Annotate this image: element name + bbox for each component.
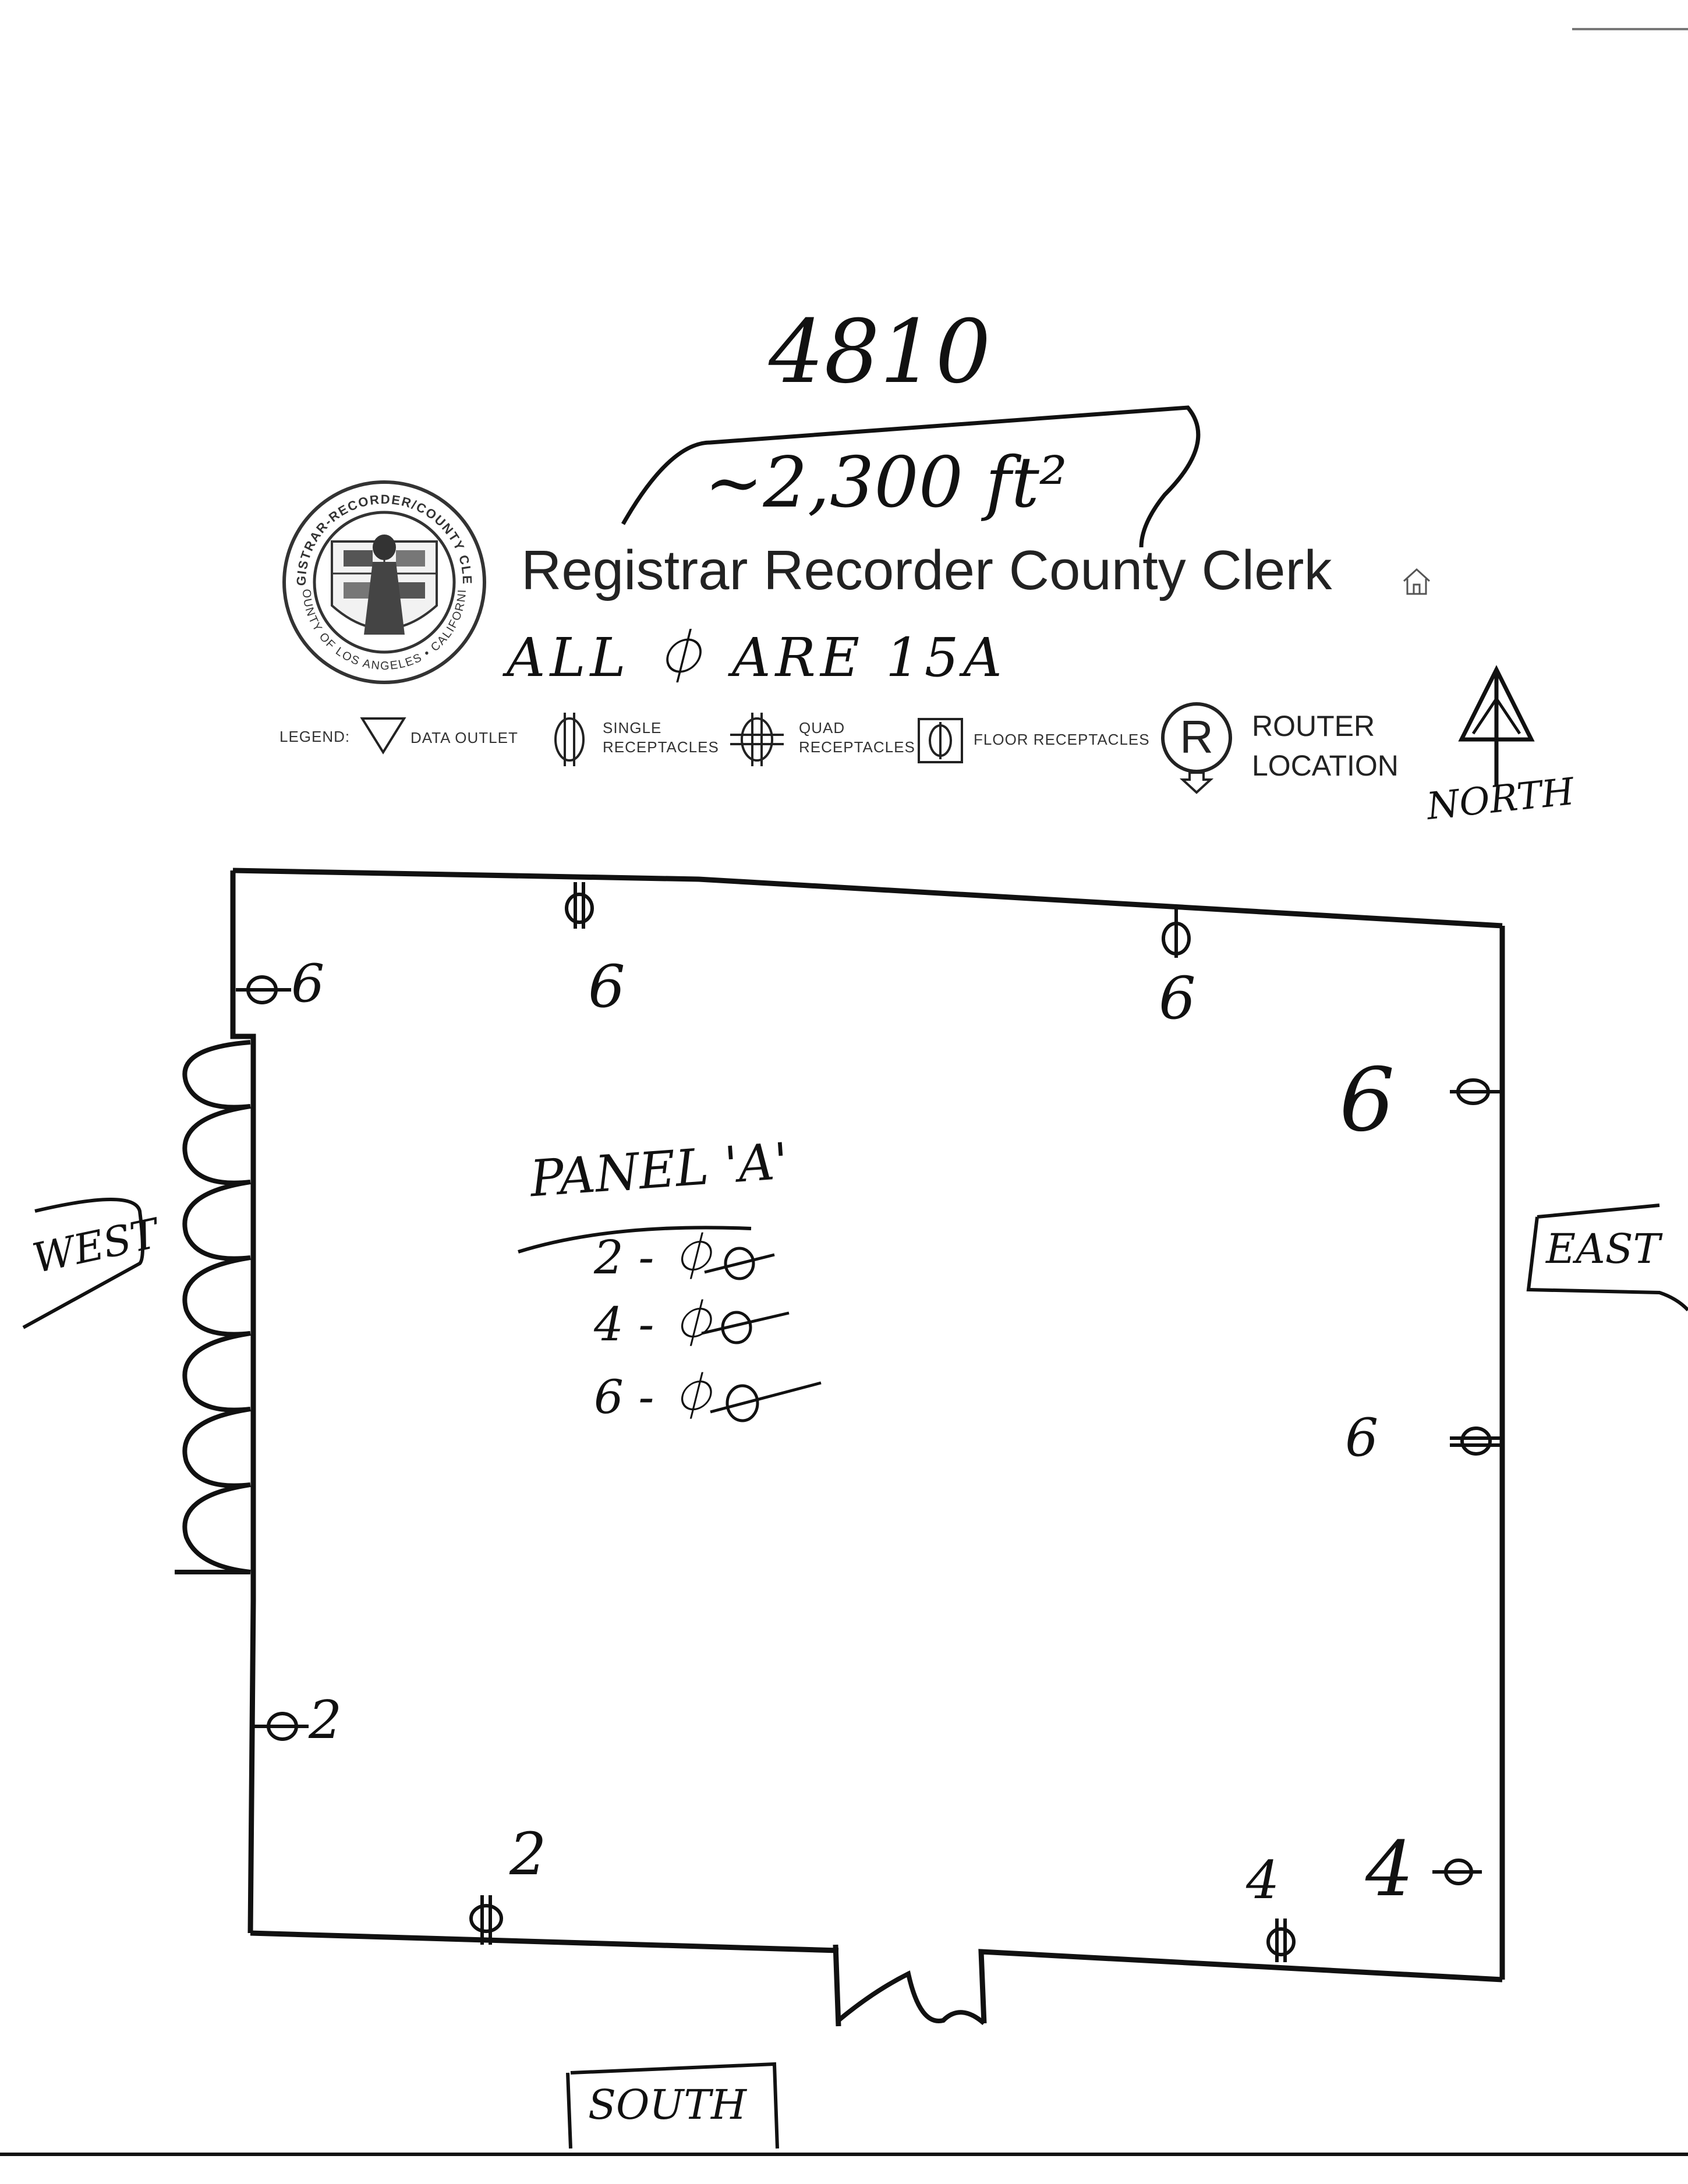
router-location-icon: R <box>1161 702 1232 794</box>
data-outlet-icon <box>360 717 406 755</box>
receptacle-label-south-left: 2 <box>509 1820 547 1888</box>
south-label: SOUTH <box>588 2081 747 2129</box>
receptacle-symbol-north-left <box>565 882 594 929</box>
receptacle-label-east-lower: 6 <box>1345 1407 1379 1468</box>
south-door-line <box>837 1970 986 2026</box>
quad-receptacle-icon <box>730 713 784 766</box>
legend-router-line1: ROUTER <box>1252 710 1375 742</box>
area-annotation: ~2,300 ft² <box>705 443 1067 523</box>
east-label-box <box>1526 1203 1688 1312</box>
legend-floor: FLOOR RECEPTACLES <box>974 731 1150 748</box>
legend-quad-line1: QUAD <box>799 719 845 737</box>
receptacle-symbol-north-right <box>1162 908 1191 958</box>
legend-single-line2: RECEPTACLES <box>603 738 719 756</box>
area-bracket <box>621 405 1201 548</box>
receptacle-symbol-south-left <box>469 1895 503 1945</box>
receptacle-label-north-left: 6 <box>588 953 625 1021</box>
legend-label: LEGEND: <box>279 728 351 745</box>
receptacle-symbol-west-lower <box>250 1712 309 1741</box>
receptacle-label-nw: 6 <box>291 953 325 1014</box>
south-label-box <box>566 2062 779 2149</box>
receptacle-symbol-nw <box>236 975 291 1004</box>
receptacle-label-se: 4 <box>1365 1825 1414 1913</box>
receptacle-symbol-east-upper <box>1450 1078 1502 1105</box>
panel-circuit-6: 6 - ⏀ <box>594 1370 716 1424</box>
north-arrow-icon <box>1458 665 1535 786</box>
county-seal-logo: REGISTRAR-RECORDER/COUNTY CLERK COUNTY O… <box>279 477 486 684</box>
panel-circuit-2-symbol <box>704 1247 775 1280</box>
building-number: 4810 <box>769 302 991 403</box>
panel-circuit-4-symbol <box>701 1311 790 1344</box>
receptacle-label-north-right: 6 <box>1159 964 1196 1032</box>
receptacle-label-west-lower: 2 <box>309 1690 342 1751</box>
single-receptacle-icon <box>554 713 585 766</box>
org-title: Registrar Recorder County Clerk <box>521 539 1332 601</box>
panel-circuit-2: 2 - ⏀ <box>594 1230 716 1284</box>
receptacle-symbol-se <box>1432 1859 1482 1885</box>
legend-single-line1: SINGLE <box>603 719 662 737</box>
panel-circuit-6-symbol <box>710 1381 822 1422</box>
legend-data-outlet: DATA OUTLET <box>411 729 518 746</box>
receptacle-label-south-right: 4 <box>1246 1850 1280 1911</box>
amperage-note: ALL ⏀ ARE 15A <box>507 626 1007 689</box>
panel-circuit-4: 4 - ⏀ <box>594 1297 716 1351</box>
room-walls <box>230 868 1505 2027</box>
panel-underline <box>518 1226 752 1254</box>
legend-router-line2: LOCATION <box>1252 749 1399 782</box>
floor-receptacle-icon <box>918 718 963 763</box>
router-symbol-text: R <box>1180 711 1213 763</box>
west-label-box <box>22 1198 144 1329</box>
receptacle-symbol-south-right <box>1266 1918 1296 1962</box>
home-icon <box>1403 568 1431 595</box>
receptacle-label-east-upper: 6 <box>1339 1050 1395 1151</box>
receptacle-symbol-east-lower <box>1450 1426 1502 1456</box>
legend-quad-line2: RECEPTACLES <box>799 738 915 756</box>
east-label: EAST <box>1546 1225 1661 1273</box>
west-window-line <box>175 1040 251 1574</box>
